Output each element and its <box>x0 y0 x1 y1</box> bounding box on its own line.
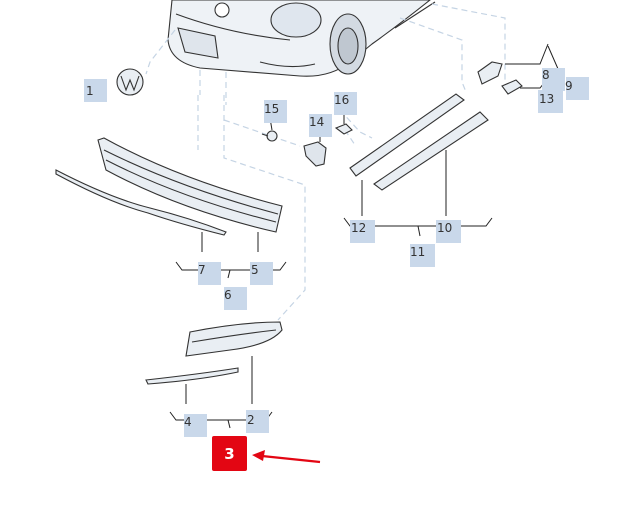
highlight-label[interactable]: 3 <box>224 445 234 463</box>
side-skirt-lower-part <box>373 111 489 191</box>
highlight-box[interactable] <box>212 436 247 471</box>
callout-box-8 <box>542 68 565 91</box>
highlighted-part-3[interactable]: 3 <box>212 436 247 471</box>
callout-16: 16 <box>334 93 349 107</box>
callout-box-14 <box>309 114 332 137</box>
screw-part <box>261 130 278 142</box>
callout-box-1 <box>84 79 107 102</box>
fog-trim-strip-part <box>145 367 239 385</box>
side-skirt-upper-part <box>349 93 465 177</box>
callout-box-9 <box>566 77 589 100</box>
upper-grille-part <box>97 137 283 233</box>
end-cap-part <box>477 61 503 85</box>
callout-4: 4 <box>184 415 192 429</box>
callout-box-16 <box>334 92 357 115</box>
callout-12: 12 <box>351 221 366 235</box>
callout-box-6 <box>224 287 247 310</box>
bracket-part <box>303 141 327 167</box>
callout-box-12 <box>350 220 375 243</box>
callout-5: 5 <box>251 263 259 277</box>
callout-1: 1 <box>86 84 94 98</box>
callout-box-4 <box>184 414 207 437</box>
small-clip-part <box>501 79 523 95</box>
car-front-illustration <box>167 0 436 77</box>
callout-box-10 <box>436 220 461 243</box>
fog-light-grille-part <box>185 321 283 357</box>
callout-box-15 <box>264 100 287 123</box>
vw-emblem-part <box>116 68 144 96</box>
red-arrow-icon <box>252 450 321 464</box>
callout-box-13 <box>538 90 563 113</box>
callout-8: 8 <box>542 68 550 82</box>
callout-box-5 <box>250 262 273 285</box>
callout-box-7 <box>198 262 221 285</box>
callout-9: 9 <box>565 79 573 93</box>
callout-box-2 <box>246 410 269 433</box>
callout-15: 15 <box>264 102 279 116</box>
clip-fastener-part <box>334 123 353 135</box>
callout-7: 7 <box>198 263 206 277</box>
callout-14: 14 <box>309 115 324 129</box>
grille-trim-strip-part <box>55 169 227 236</box>
callout-box-11 <box>410 244 435 267</box>
callout-6: 6 <box>224 288 232 302</box>
callout-2: 2 <box>247 413 255 427</box>
callout-10: 10 <box>437 221 452 235</box>
callout-11: 11 <box>410 245 425 259</box>
callout-labels: 1 2 4 5 6 7 8 9 10 11 12 13 14 15 16 <box>84 68 589 437</box>
assembly-guide-lines <box>145 3 506 321</box>
callout-13: 13 <box>539 92 554 106</box>
leader-lines <box>169 43 563 429</box>
